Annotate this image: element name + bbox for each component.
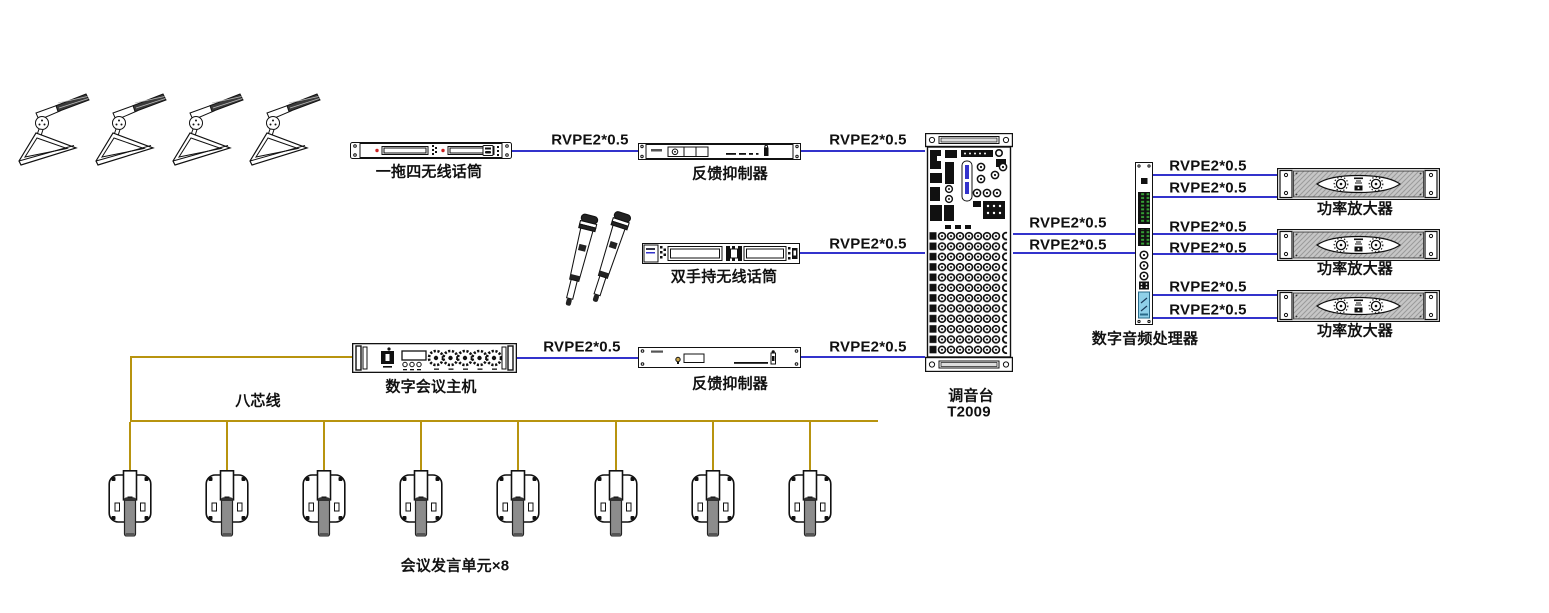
cable-dsp-to-amp1-b bbox=[1153, 196, 1277, 198]
digital-audio-processor bbox=[1135, 162, 1153, 325]
cable-label-5: RVPE2*0.5 bbox=[829, 338, 907, 356]
bus-drop-4 bbox=[420, 422, 422, 472]
conference-unit-1 bbox=[108, 470, 152, 542]
cable-receiver-to-mixer bbox=[800, 252, 925, 254]
dual-handheld-receiver bbox=[642, 243, 800, 264]
conference-unit-6 bbox=[594, 470, 638, 542]
power-amp-2 bbox=[1277, 229, 1440, 261]
conference-host bbox=[352, 343, 517, 373]
dual-handheld-receiver-label: 双手持无线话筒 bbox=[670, 268, 778, 286]
cable-dsp-to-amp2-a bbox=[1153, 233, 1277, 235]
cable-dsp-to-amp1-a bbox=[1153, 174, 1277, 176]
cable-suppressor-to-mixer-top bbox=[801, 150, 925, 152]
cable-dsp-to-amp3-b bbox=[1153, 317, 1277, 319]
feedback-suppressor-top bbox=[638, 143, 801, 160]
power-amp-1 bbox=[1277, 168, 1440, 200]
cable-label-3: RVPE2*0.5 bbox=[829, 235, 907, 253]
conference-unit-3 bbox=[302, 470, 346, 542]
cable-label-8: RVPE2*0.5 bbox=[1169, 157, 1247, 175]
power-amp-2-label: 功率放大器 bbox=[1316, 260, 1394, 278]
conference-unit-8 bbox=[788, 470, 832, 542]
conference-unit-2 bbox=[205, 470, 249, 542]
cable-label-2: RVPE2*0.5 bbox=[829, 131, 907, 149]
bus-label: 八芯线 bbox=[235, 392, 281, 410]
mixer-console bbox=[925, 133, 1013, 372]
power-amp-1-label: 功率放大器 bbox=[1316, 200, 1394, 218]
dsp-label: 数字音频处理器 bbox=[1091, 330, 1199, 348]
cable-label-12: RVPE2*0.5 bbox=[1169, 278, 1247, 296]
desk-mic-3 bbox=[166, 87, 246, 167]
mixer-label: 调音台 bbox=[948, 387, 994, 405]
cable-label-10: RVPE2*0.5 bbox=[1169, 218, 1247, 236]
bus-drop-3 bbox=[323, 422, 325, 472]
cable-dsp-to-amp2-b bbox=[1153, 253, 1277, 255]
wireless-mic-receiver-label: 一拖四无线话筒 bbox=[375, 163, 483, 181]
wireless-mic-receiver-4ch bbox=[350, 142, 512, 159]
desk-mic-4 bbox=[243, 87, 323, 167]
cable-suppressor-to-mixer-bottom bbox=[801, 356, 925, 358]
cable-label-6: RVPE2*0.5 bbox=[1029, 214, 1107, 232]
cable-label-7: RVPE2*0.5 bbox=[1029, 236, 1107, 254]
conference-host-label: 数字会议主机 bbox=[385, 378, 477, 396]
cable-rack4mic-to-suppressor bbox=[512, 150, 638, 152]
bus-drop-8 bbox=[809, 422, 811, 472]
cable-mixer-to-dsp-2 bbox=[1013, 252, 1135, 254]
cable-label-4: RVPE2*0.5 bbox=[543, 338, 621, 356]
bus-wire-horizontal bbox=[130, 420, 878, 422]
power-amp-3-label: 功率放大器 bbox=[1316, 322, 1394, 340]
cable-label-13: RVPE2*0.5 bbox=[1169, 301, 1247, 319]
cable-mixer-to-dsp-1 bbox=[1013, 233, 1135, 235]
cable-label-9: RVPE2*0.5 bbox=[1169, 179, 1247, 197]
mixer-model-label: T2009 bbox=[947, 403, 991, 421]
bus-drop-6 bbox=[615, 422, 617, 472]
cable-label-11: RVPE2*0.5 bbox=[1169, 239, 1247, 257]
cable-dsp-to-amp3-a bbox=[1153, 294, 1277, 296]
desk-mic-2 bbox=[89, 87, 169, 167]
conference-unit-5 bbox=[496, 470, 540, 542]
bus-wire-vertical bbox=[130, 356, 132, 422]
bus-wire-host-branch bbox=[130, 356, 352, 358]
feedback-suppressor-bottom bbox=[638, 347, 801, 368]
conference-unit-4 bbox=[399, 470, 443, 542]
conference-units-label: 会议发言单元×8 bbox=[400, 557, 510, 575]
conference-unit-7 bbox=[691, 470, 735, 542]
bus-drop-1 bbox=[129, 422, 131, 472]
bus-drop-7 bbox=[712, 422, 714, 472]
power-amp-3 bbox=[1277, 290, 1440, 322]
cable-host-to-suppressor bbox=[517, 357, 638, 359]
desk-mic-1 bbox=[12, 87, 92, 167]
feedback-suppressor-top-label: 反馈抑制器 bbox=[691, 165, 769, 183]
feedback-suppressor-bottom-label: 反馈抑制器 bbox=[691, 375, 769, 393]
cable-label-1: RVPE2*0.5 bbox=[551, 131, 629, 149]
bus-drop-5 bbox=[517, 422, 519, 472]
bus-drop-2 bbox=[226, 422, 228, 472]
